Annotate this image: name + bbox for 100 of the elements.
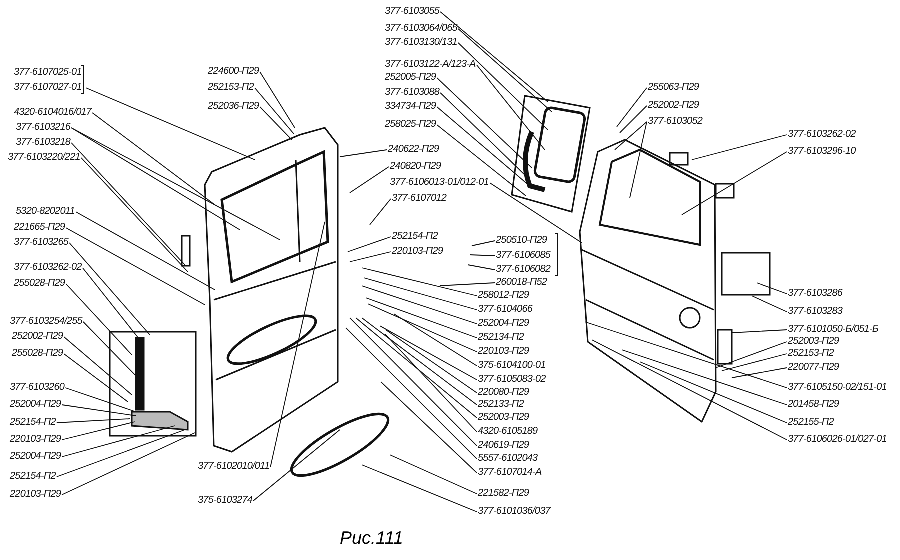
leader-line — [270, 222, 326, 468]
part-number: 252003-П29 — [478, 412, 530, 424]
caption: Рис.111 — [340, 528, 404, 549]
part-number: 221582-П29 — [478, 488, 530, 500]
part-number: 377-6107012 — [392, 193, 447, 205]
part-number: 377-6107014-A — [478, 467, 542, 479]
part-number: 377-6103216 — [16, 122, 71, 134]
leader-line — [62, 426, 176, 458]
leader-line — [362, 286, 478, 324]
part-number: 258025-П29 — [385, 119, 436, 131]
part-number: 377-6106026-01/027-01 — [788, 434, 887, 446]
leader-line — [368, 304, 478, 352]
part-number: 377-6103088 — [385, 87, 440, 99]
leader-line — [584, 322, 788, 388]
leader-line — [380, 382, 478, 474]
leader-line — [340, 150, 388, 158]
part-number: 252154-П2 — [10, 471, 56, 483]
leader-line — [66, 284, 132, 356]
leader-line — [56, 430, 186, 478]
part-number: 252004-П29 — [478, 318, 530, 330]
leader-line — [732, 330, 788, 334]
leader-line — [364, 278, 478, 310]
part-number: 252002-П29 — [12, 331, 64, 343]
part-number: 220103-П29 — [10, 489, 62, 501]
part-number: 258012-П29 — [478, 290, 530, 302]
leader-line — [65, 388, 136, 412]
part-number: 377-6103122-A/123-A — [385, 59, 476, 71]
leader-line — [616, 88, 648, 128]
leader-line — [436, 78, 532, 168]
leader-line — [692, 134, 788, 160]
part-number: 201458-П29 — [788, 399, 840, 411]
part-number: 377-6103218 — [16, 137, 71, 149]
part-number: 377-6103260 — [10, 382, 65, 394]
leader-line — [472, 240, 496, 246]
part-number: 252004-П29 — [10, 399, 62, 411]
part-number: 334734-П29 — [385, 101, 436, 113]
part-number: 377-6104066 — [478, 304, 533, 316]
part-number: 377-6103262-02 — [14, 262, 82, 274]
part-number: 375-6103274 — [198, 495, 253, 507]
leader-line — [756, 282, 788, 294]
part-number: 252153-П2 — [208, 82, 254, 94]
leader-line — [362, 268, 478, 296]
leader-line — [346, 328, 478, 460]
leader-line — [71, 142, 186, 266]
part-number: 377-6103220/221 — [8, 152, 80, 164]
part-number: 252004-П29 — [10, 451, 62, 463]
leader-line — [64, 354, 128, 402]
leader-line — [66, 228, 206, 306]
leader-line — [92, 112, 216, 206]
part-number: 220080-П29 — [478, 387, 530, 399]
leader-line — [260, 72, 296, 128]
leader-line — [470, 254, 496, 256]
leader-line — [350, 166, 390, 194]
part-number: 220077-П29 — [788, 362, 840, 374]
leader-line — [80, 158, 188, 272]
leader-line — [394, 314, 478, 366]
part-number: 252036-П29 — [208, 101, 260, 113]
part-number: 220103-П29 — [478, 346, 530, 358]
leader-line — [253, 430, 340, 502]
part-number: 240820-П29 — [390, 161, 442, 173]
part-number: 377-6103130/131 — [385, 37, 458, 49]
part-number: 377-6105083-02 — [478, 374, 546, 386]
part-number: 377-6107027-01 — [14, 82, 82, 94]
part-number: 5557-6102043 — [478, 453, 538, 465]
leader-line — [350, 318, 478, 446]
part-number: 255063-П29 — [648, 82, 700, 94]
part-number: 240619-П29 — [478, 440, 530, 452]
leader-line — [440, 282, 496, 286]
leader-line — [56, 418, 130, 424]
leader-line — [620, 106, 648, 134]
part-number: 260018-П52 — [496, 277, 548, 289]
part-number: 377-6103254/255 — [10, 316, 82, 328]
leader-line — [356, 318, 478, 418]
leader-line — [370, 198, 392, 226]
leader-line — [384, 334, 478, 432]
part-number: 377-6103265 — [14, 237, 69, 249]
part-number: 377-6103296-10 — [788, 146, 856, 158]
leader-line — [458, 28, 552, 112]
leader-line — [62, 404, 136, 416]
part-number: 377-6103286 — [788, 288, 843, 300]
part-number: 377-6106013-01/012-01 — [390, 177, 489, 189]
part-number: 252003-П29 — [788, 336, 840, 348]
part-number: 255028-П29 — [14, 278, 66, 290]
leader-line — [82, 322, 138, 378]
part-number: 4320-6105189 — [478, 426, 538, 438]
part-number: 5320-8202011 — [16, 206, 75, 218]
part-number: 377-6103052 — [648, 116, 703, 128]
leader-line — [260, 106, 292, 140]
leader-line — [440, 12, 548, 102]
leader-line — [71, 128, 280, 240]
part-number: 252133-П2 — [478, 399, 524, 411]
leader-line — [71, 128, 240, 230]
leader-line — [592, 340, 788, 440]
part-number: 252154-П2 — [10, 417, 56, 429]
leader-line — [362, 318, 478, 406]
part-number: 252134-П2 — [478, 332, 524, 344]
leader-line — [64, 336, 132, 396]
part-number: 240622-П29 — [388, 144, 440, 156]
leader-line — [630, 122, 648, 198]
leader-line — [386, 330, 478, 394]
